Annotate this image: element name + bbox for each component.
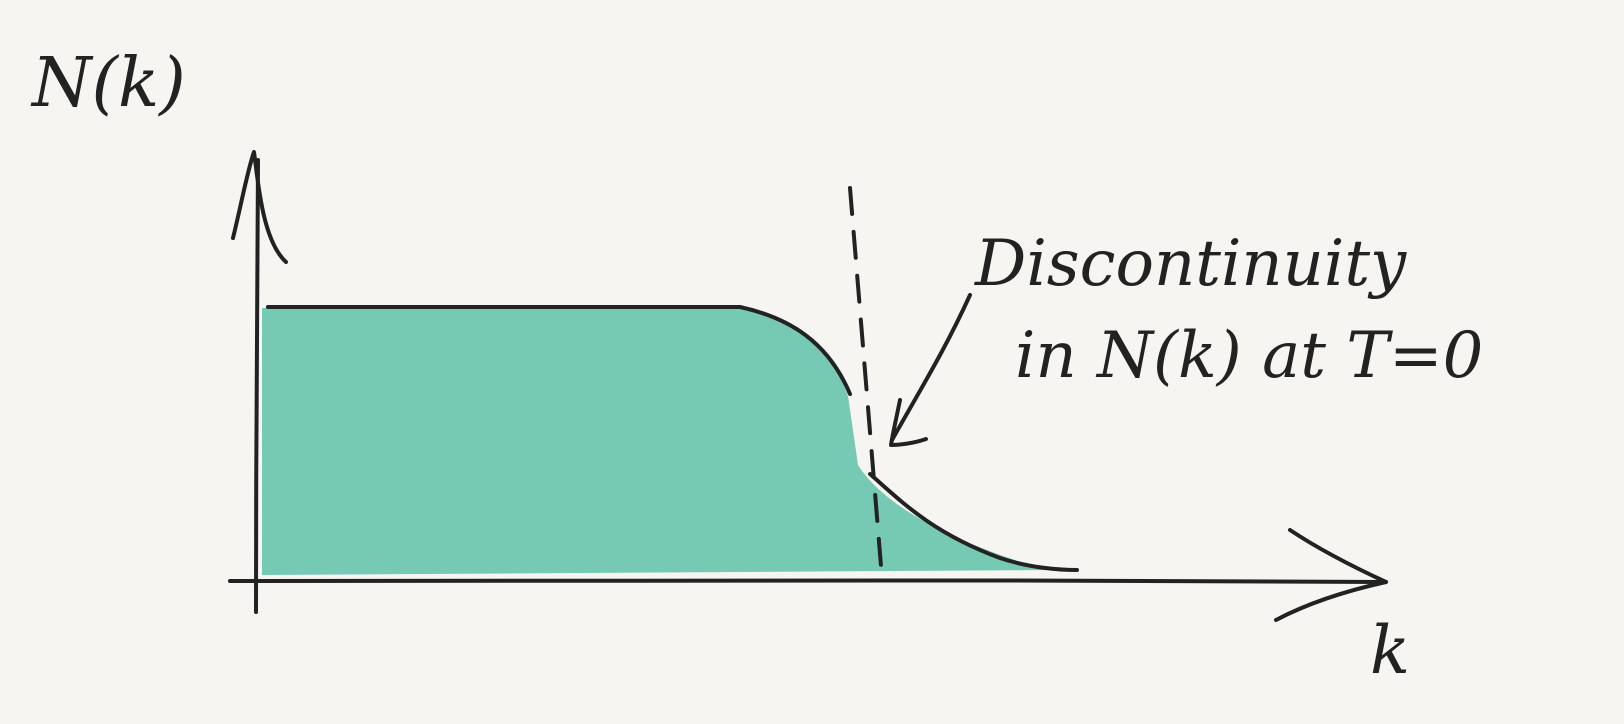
annotation-arrowhead: [889, 398, 928, 447]
distribution-curve: [266, 305, 852, 396]
distribution-tail: [868, 472, 1079, 572]
annotation-line-1: Discontinuity: [975, 227, 1407, 301]
y-axis-label: N(k): [32, 44, 186, 123]
x-axis-arrowhead: [1274, 528, 1388, 622]
x-axis-label: k: [1370, 612, 1410, 689]
x-axis-line: [228, 577, 1388, 584]
annotation-line-2: in N(k) at T=0: [1015, 319, 1484, 393]
occupied-region-fill: [262, 307, 1055, 575]
discontinuity-annotation: Discontinuity in N(k) at T=0: [975, 218, 1483, 402]
fermi-dashed-line: [848, 186, 883, 568]
annotation-arrow-shaft: [890, 293, 972, 442]
y-axis-line: [254, 158, 260, 614]
y-axis-arrowhead: [231, 150, 288, 264]
